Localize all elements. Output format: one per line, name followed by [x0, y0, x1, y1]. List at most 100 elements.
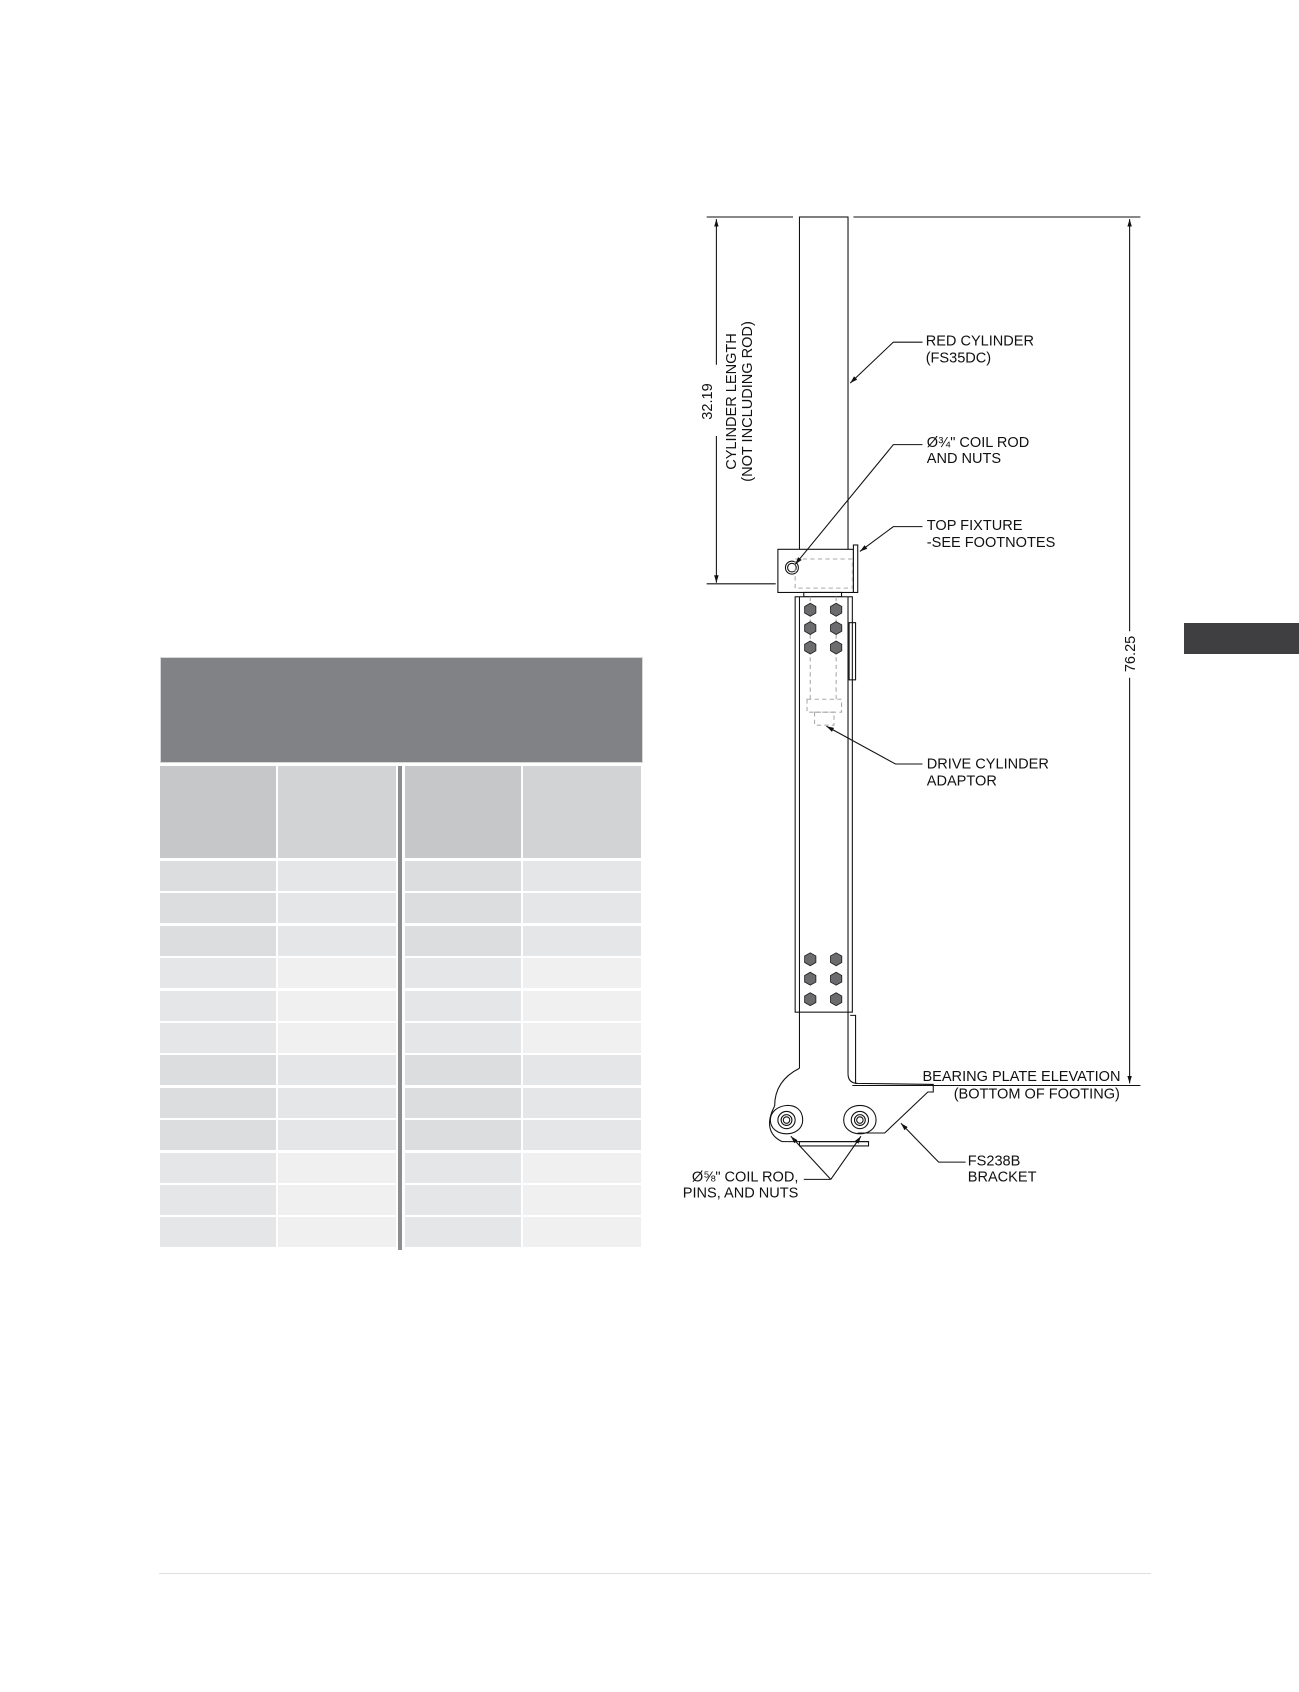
hex-bolt-icon — [804, 602, 817, 617]
label-bearing-plate: BEARING PLATE ELEVATION — [922, 1069, 1120, 1085]
table-cell — [523, 766, 641, 858]
table-cell — [160, 958, 276, 989]
table-header-row — [160, 766, 643, 861]
table-cell — [160, 925, 276, 956]
table-cell — [523, 1120, 641, 1151]
table-row — [160, 1217, 643, 1251]
table-cell — [405, 861, 521, 891]
hex-bolt-icon — [830, 952, 843, 967]
table-cell — [278, 893, 396, 924]
column-divider — [398, 990, 402, 1024]
hex-bolt-icon — [830, 640, 843, 655]
label-red-cylinder-part: (FS35DC) — [926, 351, 991, 367]
table-cell — [278, 990, 396, 1021]
table-cell — [523, 925, 641, 956]
table-cell — [405, 1022, 521, 1053]
label-adaptor: ADAPTOR — [927, 774, 997, 790]
table-cell — [160, 1184, 276, 1215]
table-cell — [278, 1184, 396, 1215]
table-cell — [523, 1022, 641, 1053]
table-cell — [160, 861, 276, 891]
dim-cylinder-value: 32.19 — [700, 383, 716, 419]
label-coil-rod-nuts: AND NUTS — [927, 451, 1002, 467]
hex-bolt-icon — [830, 971, 843, 986]
table-row — [160, 1152, 643, 1186]
column-divider — [398, 1184, 402, 1218]
hex-bolt-icon — [830, 621, 843, 636]
table-grid — [160, 766, 643, 1251]
table-row — [160, 1055, 643, 1089]
table-cell — [405, 766, 521, 858]
table-cell — [278, 1217, 396, 1248]
label-coil-rod: Ø¾" COIL ROD — [927, 435, 1029, 451]
label-fs238b: FS238B — [968, 1153, 1021, 1169]
table-cell — [160, 1120, 276, 1151]
column-divider — [398, 1022, 402, 1056]
label-pin-coil-rod: Ø⅝" COIL ROD, — [692, 1170, 798, 1186]
table-cell — [523, 990, 641, 1021]
hex-bolt-icon — [804, 640, 817, 655]
table-cell — [278, 1055, 396, 1086]
table-cell — [523, 893, 641, 924]
table-cell — [523, 1184, 641, 1215]
table-cell — [278, 958, 396, 989]
column-divider — [398, 893, 402, 927]
table-cell — [160, 1087, 276, 1118]
table-cell — [405, 1184, 521, 1215]
table-cell — [278, 925, 396, 956]
table-cell — [278, 766, 396, 858]
table-row — [160, 893, 643, 927]
table-title-band — [160, 657, 643, 763]
table-cell — [523, 1152, 641, 1183]
column-divider — [398, 1217, 402, 1251]
table-row — [160, 1022, 643, 1056]
table-cell — [160, 1217, 276, 1248]
table-cell — [523, 958, 641, 989]
label-red-cylinder: RED CYLINDER — [926, 333, 1034, 349]
label-bottom-footing: (BOTTOM OF FOOTING) — [954, 1086, 1120, 1102]
hex-bolt-icon — [804, 952, 817, 967]
column-divider — [398, 925, 402, 959]
table-cell — [405, 893, 521, 924]
table-cell — [405, 1087, 521, 1118]
table-row — [160, 1120, 643, 1154]
hex-bolt-icon — [804, 621, 817, 636]
table-cell — [523, 1087, 641, 1118]
table-cell — [405, 1055, 521, 1086]
table-cell — [160, 1055, 276, 1086]
table-row — [160, 861, 643, 894]
label-top-fixture: TOP FIXTURE — [927, 518, 1023, 534]
table-cell — [405, 1120, 521, 1151]
footer-divider — [159, 1573, 1151, 1574]
table-cell — [278, 1087, 396, 1118]
label-drive-cylinder: DRIVE CYLINDER — [927, 756, 1049, 772]
table-cell — [405, 1217, 521, 1248]
table-cell — [523, 1217, 641, 1248]
column-divider — [398, 1087, 402, 1121]
hex-bolt-icon — [804, 992, 817, 1007]
table-row — [160, 1087, 643, 1121]
column-divider — [398, 1152, 402, 1186]
table-cell — [278, 1120, 396, 1151]
label-pins-nuts: PINS, AND NUTS — [683, 1186, 799, 1202]
dim-cylinder-note: (NOT INCLUDING ROD) — [740, 321, 756, 482]
table-cell — [405, 925, 521, 956]
table-cell — [160, 1152, 276, 1183]
table-cell — [405, 1152, 521, 1183]
table-row — [160, 1184, 643, 1218]
table-cell — [523, 1055, 641, 1086]
red-cylinder — [798, 216, 849, 557]
table-row — [160, 925, 643, 959]
table-cell — [160, 893, 276, 924]
column-divider — [398, 1055, 402, 1089]
label-bracket: BRACKET — [968, 1170, 1037, 1186]
table-cell — [405, 990, 521, 1021]
column-divider — [398, 766, 402, 861]
dim-cylinder-label: CYLINDER LENGTH — [724, 333, 740, 470]
dim-total-value: 76.25 — [1123, 636, 1139, 672]
table-cell — [160, 990, 276, 1021]
section-tab[interactable] — [1184, 623, 1299, 654]
label-top-fixture-note: -SEE FOOTNOTES — [927, 535, 1056, 551]
data-table — [160, 657, 643, 1251]
